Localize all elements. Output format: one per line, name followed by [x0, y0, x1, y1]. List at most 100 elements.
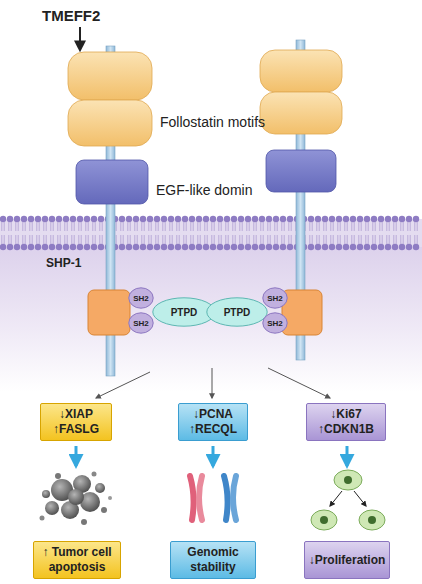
lipid-tail: [183, 235, 184, 244]
lipid-tail: [291, 235, 292, 244]
lipid-head: [182, 216, 188, 222]
lipid-head: [63, 244, 69, 250]
sh2-domain: SH2: [262, 287, 288, 309]
lipid-head: [91, 216, 97, 222]
lipid-tail: [137, 235, 138, 244]
lipid-head: [210, 216, 216, 222]
lipid-head: [21, 216, 27, 222]
lipid-tail: [400, 235, 401, 244]
lipid-tail: [337, 235, 338, 244]
receptor-left: [68, 46, 152, 376]
lipid-tail: [162, 222, 163, 231]
lipid-tail: [225, 222, 226, 231]
lipid-head: [63, 216, 69, 222]
lipid-tail: [144, 222, 145, 231]
lipid-tail: [309, 222, 310, 231]
lipid-head: [35, 216, 41, 222]
lipid-tail: [8, 222, 9, 231]
lipid-tail: [197, 222, 198, 231]
lipid-tail: [291, 222, 292, 231]
lipid-tail: [81, 235, 82, 244]
lipid-tail: [88, 235, 89, 244]
lipid-tail: [88, 222, 89, 231]
lipid-tail: [134, 222, 135, 231]
lipid-head: [70, 244, 76, 250]
lipid-tail: [323, 235, 324, 244]
lipid-tail: [53, 222, 54, 231]
gene-box: ↓XIAP↑FASLG: [40, 403, 112, 441]
lipid-tail: [127, 222, 128, 231]
lipid-tail: [92, 235, 93, 244]
lipid-head: [343, 216, 349, 222]
lipid-tail: [200, 235, 201, 244]
gene-box: ↓PCNA↑RECQL: [178, 403, 248, 441]
lipid-tail: [389, 235, 390, 244]
lipid-tail: [221, 235, 222, 244]
lipid-tail: [386, 222, 387, 231]
lipid-head: [238, 216, 244, 222]
node-text: SH2: [267, 316, 283, 331]
lipid-tail: [92, 222, 93, 231]
lipid-tail: [351, 222, 352, 231]
lipid-tail: [312, 222, 313, 231]
lipid-tail: [382, 235, 383, 244]
lipid-head: [371, 216, 377, 222]
sh2-domain: SH2: [128, 287, 154, 309]
lipid-tail: [50, 222, 51, 231]
lipid-head: [119, 244, 125, 250]
lipid-tail: [372, 235, 373, 244]
lipid-head: [224, 244, 230, 250]
lipid-tail: [204, 235, 205, 244]
lipid-head: [119, 216, 125, 222]
lipid-head: [343, 244, 349, 250]
lipid-tail: [183, 222, 184, 231]
lipid-tail: [18, 222, 19, 231]
lipid-tail: [263, 222, 264, 231]
lipid-tail: [186, 235, 187, 244]
lipid-head: [14, 244, 20, 250]
lipid-tail: [361, 222, 362, 231]
lipid-head: [0, 244, 6, 250]
lipid-head: [77, 244, 83, 250]
lipid-head: [91, 244, 97, 250]
lipid-tail: [11, 235, 12, 244]
lipid-tail: [235, 235, 236, 244]
lipid-tail: [193, 235, 194, 244]
lipid-head: [224, 216, 230, 222]
lipid-head: [98, 216, 104, 222]
lipid-tail: [57, 222, 58, 231]
lipid-tail: [207, 235, 208, 244]
lipid-tail: [60, 235, 61, 244]
node-text: ↓PCNA: [193, 407, 233, 422]
lipid-head: [133, 244, 139, 250]
lipid-tail: [368, 222, 369, 231]
lipid-tail: [330, 235, 331, 244]
lipid-tail: [102, 222, 103, 231]
lipid-tail: [130, 222, 131, 231]
lipid-head: [175, 244, 181, 250]
lipid-head: [168, 216, 174, 222]
lipid-tail: [337, 222, 338, 231]
lipid-tail: [263, 235, 264, 244]
lipid-tail: [351, 235, 352, 244]
lipid-head: [336, 244, 342, 250]
lipid-tail: [36, 235, 37, 244]
lipid-head: [238, 244, 244, 250]
lipid-head: [266, 244, 272, 250]
lipid-tail: [169, 235, 170, 244]
lipid-tail: [232, 222, 233, 231]
lipid-tail: [309, 235, 310, 244]
lipid-tail: [365, 235, 366, 244]
lipid-tail: [396, 222, 397, 231]
lipid-head: [161, 216, 167, 222]
lipid-head: [364, 244, 370, 250]
lipid-tail: [123, 222, 124, 231]
lipid-tail: [186, 222, 187, 231]
lipid-head: [322, 244, 328, 250]
lipid-head: [98, 244, 104, 250]
lipid-head: [371, 244, 377, 250]
lipid-tail: [368, 235, 369, 244]
binding-arrow: [79, 27, 81, 50]
lipid-tail: [4, 222, 5, 231]
